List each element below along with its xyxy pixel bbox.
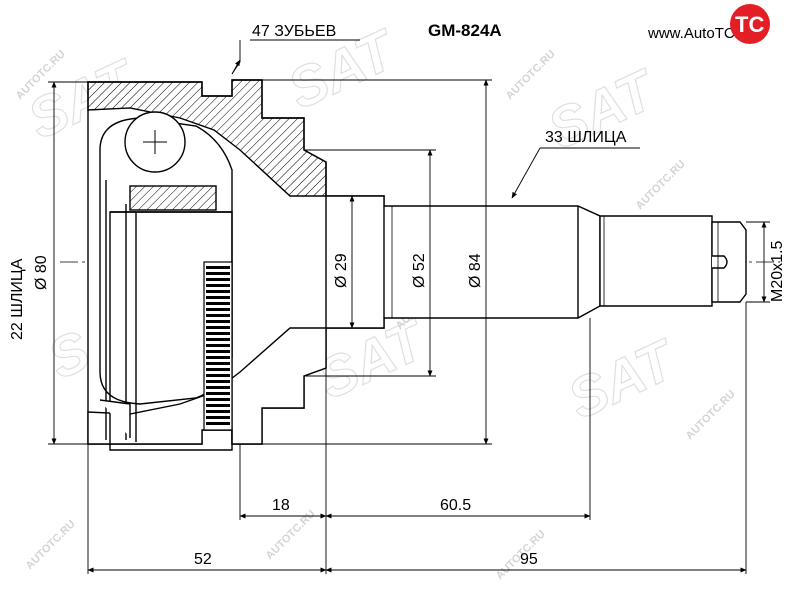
abs-tooth <box>206 374 230 377</box>
abs-tooth <box>206 284 230 287</box>
teeth-count-label: 47 ЗУБЬЕВ <box>252 23 336 40</box>
abs-tooth <box>206 314 230 317</box>
watermark-site: AUTOTC.RU <box>504 48 558 102</box>
abs-tooth <box>206 410 230 413</box>
abs-tooth <box>206 368 230 371</box>
abs-tooth <box>206 278 230 281</box>
watermark-brand: SAT <box>558 326 687 431</box>
stub-shaft <box>325 195 747 329</box>
abs-tooth <box>206 422 230 425</box>
abs-tooth <box>206 380 230 383</box>
abs-tooth <box>206 296 230 299</box>
abs-tooth <box>206 386 230 389</box>
abs-tooth <box>206 326 230 329</box>
abs-tooth <box>206 290 230 293</box>
watermark-site: AUTOTC.RU <box>24 518 78 572</box>
abs-tooth <box>206 350 230 353</box>
site-url[interactable]: www.AutoTC.ru <box>647 25 752 42</box>
thread-label: M20x1.5 <box>769 241 786 302</box>
watermark-site: AUTOTC.RU <box>684 388 738 442</box>
abs-teeth <box>206 266 230 425</box>
abs-tooth <box>206 272 230 275</box>
abs-tooth <box>206 320 230 323</box>
outer-housing <box>87 79 385 451</box>
dim-18-label: 18 <box>272 497 290 514</box>
outer-splines-label: 33 ШЛИЦА <box>545 129 627 146</box>
diameter-84-label: Ø 84 <box>467 253 484 288</box>
dimension-lines <box>48 39 770 574</box>
abs-tooth <box>206 356 230 359</box>
dim-95-label: 95 <box>520 551 538 568</box>
brand-header: www.AutoTC.ru TC <box>647 4 770 44</box>
abs-tooth <box>206 308 230 311</box>
abs-tooth <box>206 416 230 419</box>
abs-tooth <box>206 302 230 305</box>
dim-60-5-label: 60.5 <box>440 497 471 514</box>
abs-tooth <box>206 266 230 269</box>
abs-tooth <box>206 362 230 365</box>
abs-tooth <box>206 344 230 347</box>
abs-tooth <box>206 332 230 335</box>
inner-splines-label: 22 ШЛИЦА <box>9 258 26 340</box>
logo-text: TC <box>735 12 764 37</box>
diameter-52-label: Ø 52 <box>411 253 428 288</box>
watermark-site: AUTOTC.RU <box>634 158 688 212</box>
labels: 47 ЗУБЬЕВ GM-824A 33 ШЛИЦА 22 ШЛИЦА Ø 80… <box>9 21 786 568</box>
logo-badge <box>730 4 770 44</box>
part-number: GM-824A <box>428 21 502 40</box>
abs-tooth <box>206 404 230 407</box>
diameter-29-label: Ø 29 <box>333 253 350 288</box>
abs-tooth <box>206 398 230 401</box>
diameter-80-label: Ø 80 <box>33 255 50 290</box>
abs-tooth <box>206 392 230 395</box>
abs-tooth <box>206 338 230 341</box>
dim-52-label: 52 <box>194 551 212 568</box>
